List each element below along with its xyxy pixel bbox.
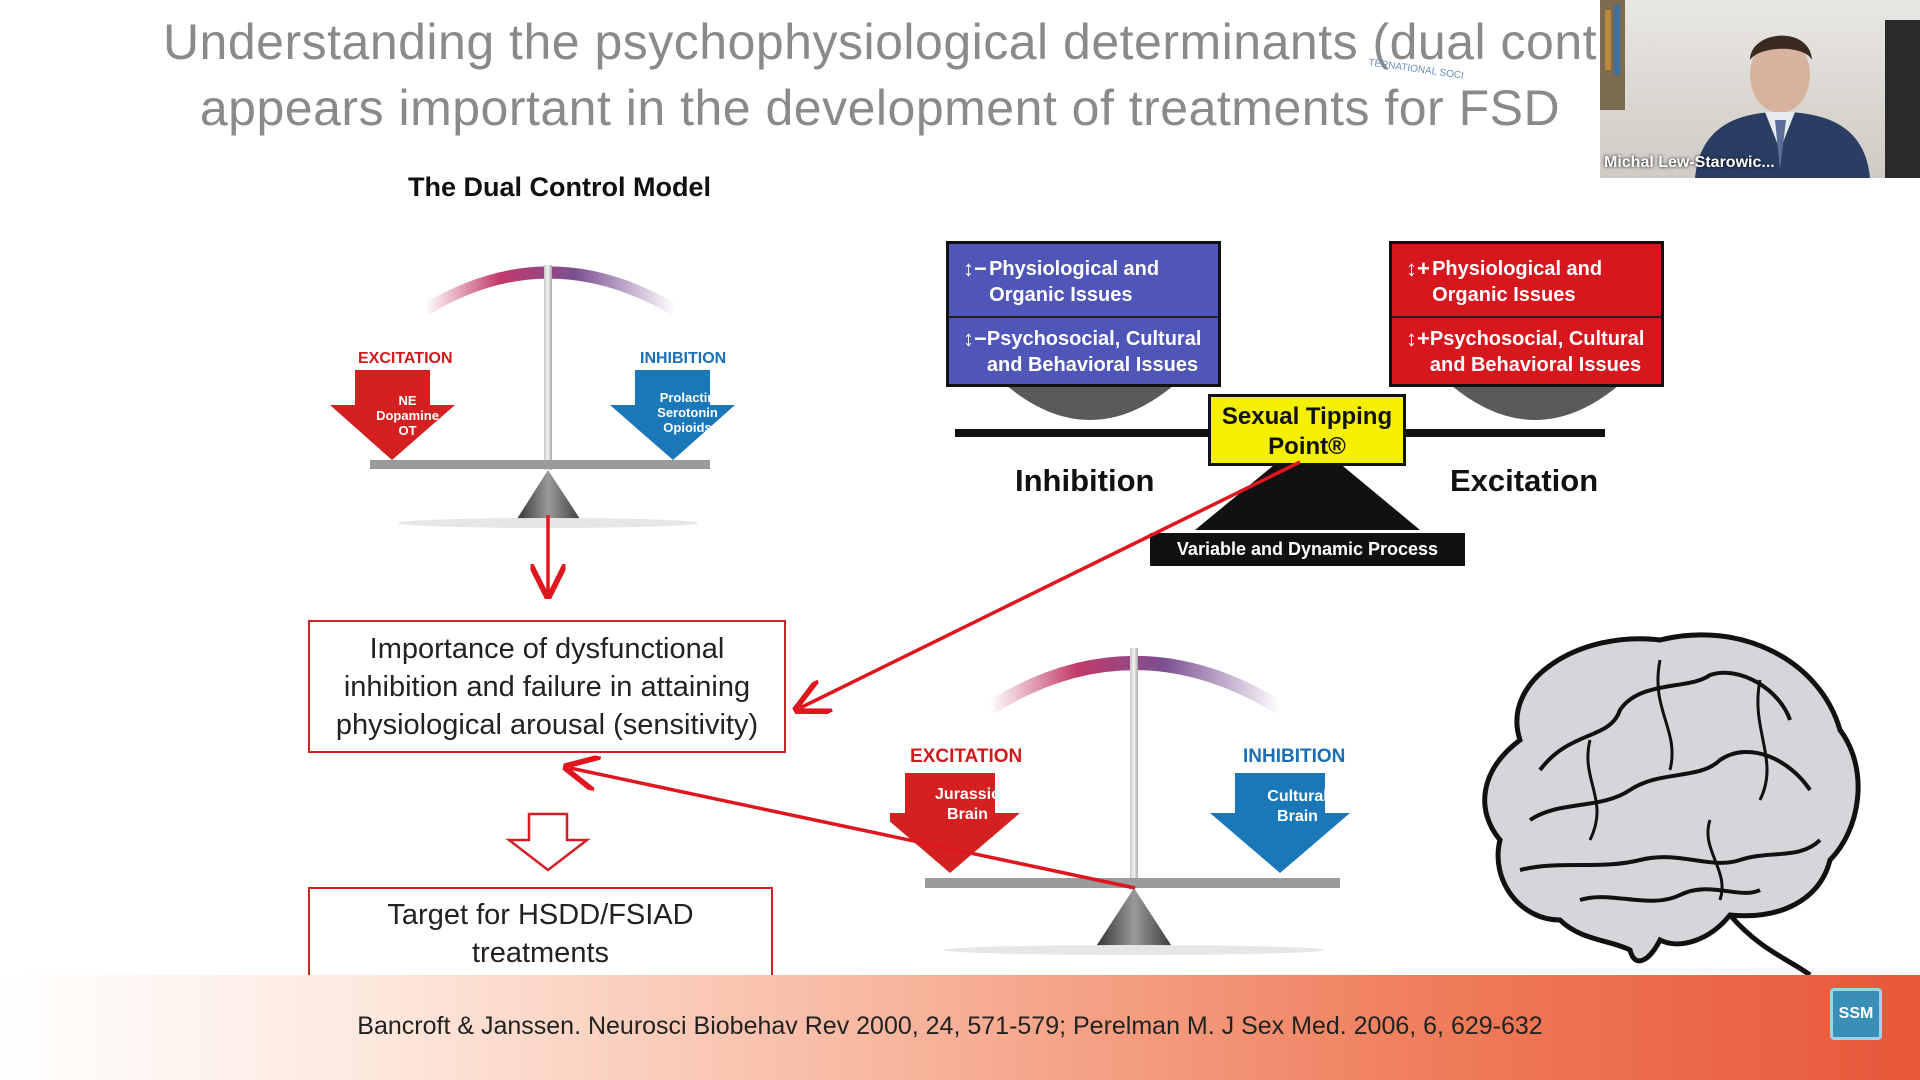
excitation-heading: Excitation xyxy=(1450,463,1599,498)
inhibition-item-serotonin: Serotonin xyxy=(657,405,718,420)
top-inhibition-arrow xyxy=(610,370,735,460)
left-box-row1-text: Physiological and Organic Issues xyxy=(989,258,1160,306)
inhibition-item-brain: Brain xyxy=(1277,808,1318,825)
right-issues-box: ↕+ Physiological and Organic Issues ↕+ P… xyxy=(1389,241,1664,387)
minus-arrows-icon: ↕− xyxy=(963,326,987,351)
top-scale-graphic xyxy=(330,265,735,528)
top-excitation-items: NE Dopamine OT xyxy=(355,393,460,438)
inhibition-heading: Inhibition xyxy=(1015,463,1155,498)
arrow-tipping-point-to-importance xyxy=(800,460,1301,708)
bottom-scale-beam xyxy=(925,878,1340,888)
tipping-fulcrum xyxy=(1195,437,1420,530)
bottom-inhibition-items: Cultural Brain xyxy=(1235,787,1360,827)
importance-box: Importance of dysfunctional inhibition a… xyxy=(308,620,786,753)
dual-control-model-title: The Dual Control Model xyxy=(408,172,711,202)
bottom-inhibition-label: INHIBITION xyxy=(1243,746,1346,767)
inhibition-item-opioids: Opioids xyxy=(663,420,712,435)
right-pan xyxy=(1445,380,1625,420)
bottom-scale-needle xyxy=(1130,648,1138,888)
right-box-row1-text: Physiological and Organic Issues xyxy=(1432,258,1603,306)
left-pan xyxy=(1000,380,1180,420)
participant-name: Michal Lew-Starowic... xyxy=(1604,154,1775,171)
excitation-item-ot: OT xyxy=(398,423,417,438)
excitation-item-dopamine: Dopamine xyxy=(376,408,439,423)
top-excitation-arrow xyxy=(330,370,455,460)
bottom-excitation-label: EXCITATION xyxy=(910,746,1023,767)
footer-bar xyxy=(0,975,1920,1080)
citation-text: Bancroft & Janssen. Neurosci Biobehav Re… xyxy=(357,1012,1543,1040)
sexual-tipping-point-box: Sexual Tipping Point® xyxy=(1208,394,1406,466)
plus-arrows-icon: ↕+ xyxy=(1406,256,1430,281)
slide-title-line-1: Understanding the psychophysiological de… xyxy=(162,14,1598,70)
participant-avatar xyxy=(1600,0,1920,178)
bottom-excitation-arrow xyxy=(890,773,1020,873)
minus-arrows-icon: ↕− xyxy=(963,256,987,281)
excitation-item-ne: NE xyxy=(398,393,417,408)
bottom-scale-fulcrum xyxy=(1095,888,1173,948)
top-scale-beam xyxy=(370,460,710,469)
left-issues-box: ↕− Physiological and Organic Issues ↕− P… xyxy=(946,241,1221,387)
excitation-item-brain: Brain xyxy=(947,806,988,823)
top-inhibition-items: Prolactin Serotonin Opioids xyxy=(635,390,740,435)
target-box: Target for HSDD/FSIAD treatments xyxy=(308,887,773,980)
top-excitation-label: EXCITATION xyxy=(358,350,453,367)
participant-video[interactable]: Michal Lew-Starowic... xyxy=(1600,0,1920,178)
plus-arrows-icon: ↕+ xyxy=(1406,326,1430,351)
left-box-row2-text: Psychosocial, Cultural and Behavioral Is… xyxy=(986,328,1202,376)
excitation-item-jurassic: Jurassic xyxy=(935,786,1000,803)
top-scale-needle xyxy=(544,265,552,470)
arrow-bottom-scale-to-importance xyxy=(570,768,1136,890)
top-inhibition-label: INHIBITION xyxy=(640,350,727,367)
bottom-excitation-items: Jurassic Brain xyxy=(905,785,1030,825)
top-scale-fulcrum xyxy=(515,470,582,522)
bottom-scale-graphic xyxy=(890,648,1350,955)
right-box-row2-text: Psychosocial, Cultural and Behavioral Is… xyxy=(1429,328,1645,376)
hollow-down-arrow-icon xyxy=(505,812,591,872)
brain-icon xyxy=(1482,632,1861,978)
slide-title-line-2: appears important in the development of … xyxy=(199,80,1561,136)
ssm-logo: SSM xyxy=(1830,988,1882,1040)
inhibition-item-prolactin: Prolactin xyxy=(659,390,716,405)
variable-dynamic-process-label: Variable and Dynamic Process xyxy=(1150,533,1465,566)
inhibition-item-cultural: Cultural xyxy=(1267,788,1328,805)
bottom-inhibition-arrow xyxy=(1210,773,1350,873)
